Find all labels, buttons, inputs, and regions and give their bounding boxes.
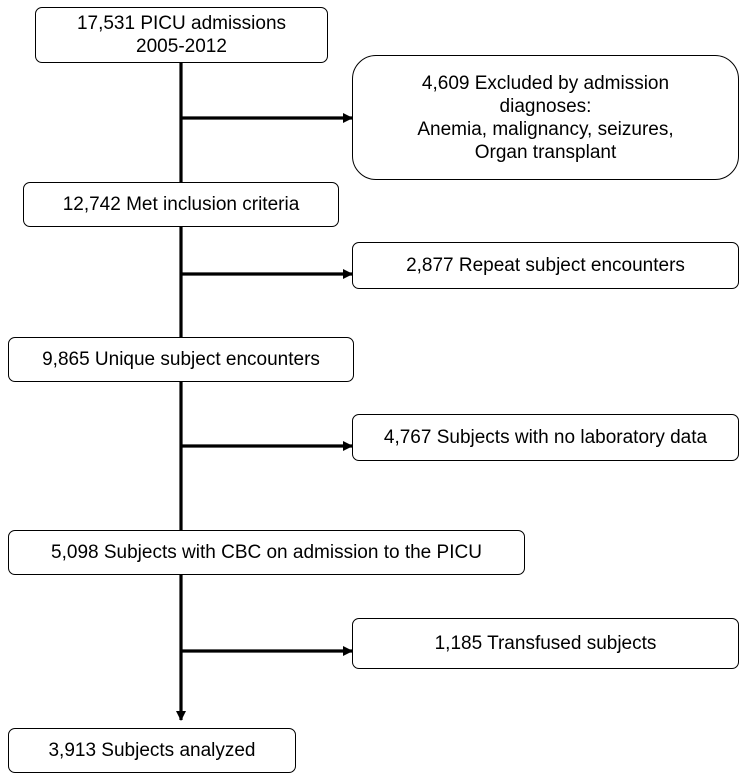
box-repeat-line-1: 2,877 Repeat subject encounters — [406, 255, 685, 276]
box-inclusion: 12,742 Met inclusion criteria — [23, 182, 339, 227]
box-nolab-line-1: 4,767 Subjects with no laboratory data — [383, 427, 708, 448]
box-diagnoses-line-3: Anemia, malignancy, seizures, — [417, 118, 674, 140]
box-analyzed-line-1: 3,913 Subjects analyzed — [48, 740, 256, 761]
box-inclusion-line-1: 12,742 Met inclusion criteria — [62, 194, 300, 215]
box-transfused: 1,185 Transfused subjects — [352, 618, 739, 669]
box-admissions: 17,531 PICU admissions 2005-2012 — [35, 7, 328, 63]
box-admissions-line-2: 2005-2012 — [136, 36, 227, 57]
box-repeat-encounters: 2,877 Repeat subject encounters — [352, 242, 739, 289]
box-diagnoses-line-4: Organ transplant — [474, 141, 617, 163]
box-unique-line-1: 9,865 Unique subject encounters — [42, 349, 320, 370]
box-diagnoses-line-2: diagnoses: — [499, 95, 592, 117]
box-no-lab-data: 4,767 Subjects with no laboratory data — [352, 414, 739, 461]
box-cbc: 5,098 Subjects with CBC on admission to … — [8, 530, 525, 575]
box-analyzed: 3,913 Subjects analyzed — [8, 728, 296, 773]
box-admissions-line-1: 17,531 PICU admissions — [76, 13, 287, 34]
box-cbc-line-1: 5,098 Subjects with CBC on admission to … — [51, 542, 482, 563]
box-diagnoses-line-1: 4,609 Excluded by admission — [421, 72, 670, 94]
box-unique: 9,865 Unique subject encounters — [8, 337, 354, 382]
box-transfused-line-1: 1,185 Transfused subjects — [434, 633, 657, 654]
box-excluded-diagnoses: 4,609 Excluded by admission diagnoses: A… — [352, 55, 739, 180]
